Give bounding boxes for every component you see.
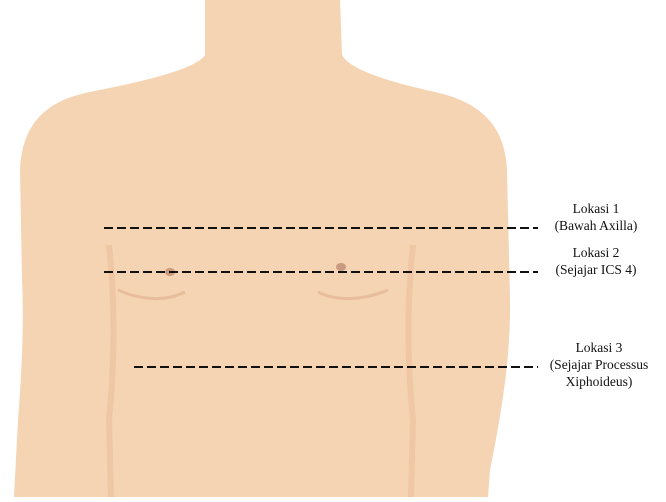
lokasi-3-desc-line-2: Xiphoideus) bbox=[536, 373, 662, 390]
lokasi-3-label: Lokasi 3 (Sejajar Processus Xiphoideus) bbox=[536, 339, 662, 390]
lokasi-3-desc-line-1: (Sejajar Processus bbox=[536, 356, 662, 373]
lokasi-3-title: Lokasi 3 bbox=[536, 339, 662, 356]
lokasi-2-title: Lokasi 2 bbox=[536, 244, 656, 261]
lokasi-1-label: Lokasi 1 (Bawah Axilla) bbox=[536, 200, 656, 234]
lokasi-2-desc: (Sejajar ICS 4) bbox=[536, 261, 656, 278]
lokasi-2-label: Lokasi 2 (Sejajar ICS 4) bbox=[536, 244, 656, 278]
lokasi-1-title: Lokasi 1 bbox=[536, 200, 656, 217]
lokasi-1-desc: (Bawah Axilla) bbox=[536, 217, 656, 234]
torso-body bbox=[14, 0, 510, 497]
right-nipple bbox=[336, 263, 346, 271]
